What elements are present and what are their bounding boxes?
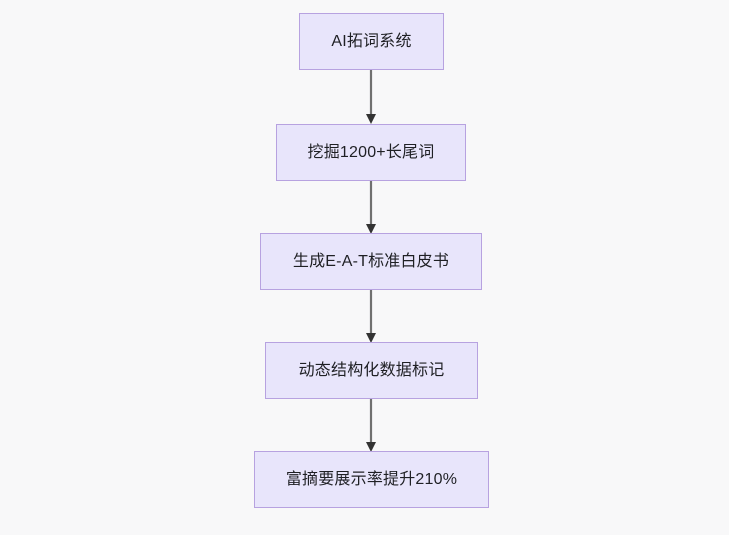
edge-4-arrowhead-icon [366,442,376,452]
flowchart-edge-3 [361,290,381,343]
flowchart-edge-4 [361,399,381,452]
flowchart-edge-2 [361,181,381,234]
flowchart-node-1-label: AI拓词系统 [331,32,412,50]
flowchart-node-4[interactable]: 动态结构化数据标记 [265,342,478,399]
edge-2-arrowhead-icon [366,224,376,234]
flowchart-node-3-label: 生成E-A-T标准白皮书 [292,252,450,270]
edge-1-arrowhead-icon [366,114,376,124]
flowchart-edge-1 [361,70,381,124]
flowchart-node-2-label: 挖掘1200+长尾词 [307,143,435,161]
edge-3-arrowhead-icon [366,333,376,343]
flowchart-node-1[interactable]: AI拓词系统 [299,13,444,70]
flowchart-node-4-label: 动态结构化数据标记 [298,361,445,379]
flowchart-node-3[interactable]: 生成E-A-T标准白皮书 [260,233,482,290]
flowchart-node-5-label: 富摘要展示率提升210% [285,470,458,488]
flowchart-node-5[interactable]: 富摘要展示率提升210% [254,451,489,508]
flowchart-node-2[interactable]: 挖掘1200+长尾词 [276,124,466,181]
